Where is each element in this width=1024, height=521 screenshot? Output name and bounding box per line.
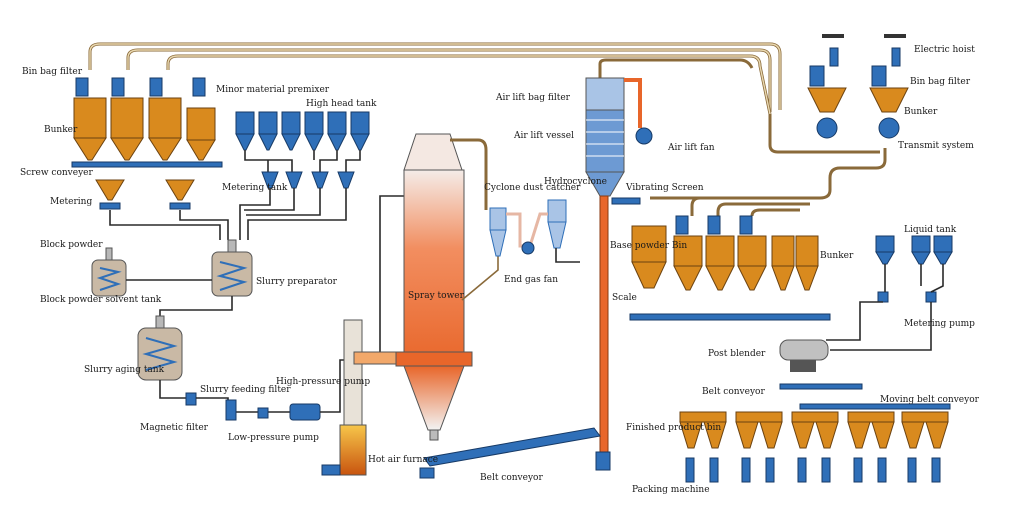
label-bunker-right-mid: Bunker (820, 251, 854, 261)
label-finished-product-bin: Finished product bin (626, 423, 721, 433)
label-slurry-preparator: Slurry preparator (256, 277, 338, 287)
metering-tank-4 (337, 171, 355, 189)
high-head-tank-2 (258, 111, 278, 151)
label-bunker-left: Bunker (44, 125, 78, 135)
metering-tank-2 (285, 171, 303, 189)
air-lift-vessel-shape (585, 77, 625, 197)
label-bunker-right-top: Bunker (904, 107, 938, 117)
high-pressure-pump-shape (289, 403, 321, 421)
left-bunker-group (71, 77, 229, 240)
metering-tank-3 (311, 171, 329, 189)
overhead-pipelines (88, 42, 887, 217)
finished-product-bins (679, 411, 949, 449)
screw-conveyer-shape (71, 161, 223, 168)
label-electric-hoist: Electric hoist (914, 45, 975, 55)
label-spray-tower: Spray tower (408, 291, 465, 301)
label-belt-conveyor-right: Belt conveyor (702, 387, 765, 397)
end-gas-fan-shape (521, 241, 535, 255)
bunker-2 (110, 97, 144, 161)
label-hydrocyclone: Hydrocyclone (544, 177, 607, 187)
bottom-belt-conveyor (419, 427, 611, 479)
slurry-feeding-filter-shape (225, 399, 237, 421)
right-top-bunkers (807, 34, 909, 139)
bin-bag-filter-icon (75, 77, 206, 97)
base-powder-bin-shape (631, 225, 667, 289)
label-bin-bag-filter-left: Bin bag filter (22, 67, 83, 77)
label-packing-machine: Packing machine (632, 485, 710, 495)
right-belt-conveyors (779, 383, 951, 410)
air-lift-fan-shape (635, 127, 653, 145)
bunker-row (673, 215, 819, 291)
label-metering-pump: Metering pump (904, 319, 975, 329)
label-magnetic-filter: Magnetic filter (140, 423, 209, 433)
label-cyclone-dust-catcher: Cyclone dust catcher (484, 183, 581, 193)
scale-conveyor (629, 313, 831, 321)
vibrating-screen-shape (611, 197, 641, 205)
label-slurry-feeding-filter: Slurry feeding filter (200, 385, 291, 395)
label-air-lift-bag-filter: Air lift bag filter (495, 93, 571, 103)
label-liquid-tank: Liquid tank (904, 225, 957, 235)
label-belt-conveyor-bottom: Belt conveyor (480, 473, 543, 483)
label-air-lift-fan: Air lift fan (667, 143, 715, 153)
spray-tower-shape (395, 133, 473, 441)
label-metering-tank: Metering tank (222, 183, 288, 193)
label-base-powder-bin: Base powder Bin (610, 241, 687, 251)
high-head-tank-1 (235, 111, 255, 151)
bunker-3 (148, 97, 182, 161)
metering-hopper-2 (165, 179, 195, 210)
high-head-tank-4 (304, 111, 324, 151)
liquid-tanks (875, 235, 953, 303)
label-high-head-tank: High head tank (306, 99, 377, 109)
label-screw-conveyer: Screw conveyer (20, 168, 93, 178)
hot-air-furnace-shape (321, 319, 405, 476)
magnetic-filter-shape (185, 392, 197, 406)
high-head-tank-5 (327, 111, 347, 151)
label-air-lift-vessel: Air lift vessel (513, 131, 574, 141)
label-end-gas-fan: End gas fan (504, 275, 558, 285)
bunker-1 (73, 97, 107, 161)
label-scale: Scale (612, 293, 637, 303)
slurry-preparator-tank (211, 239, 253, 297)
block-powder-solvent-tank (91, 247, 127, 297)
label-high-pressure-pump: High-pressure pump (276, 377, 370, 387)
label-post-blender: Post blender (708, 349, 766, 359)
packing-machines (685, 457, 941, 483)
high-head-tank-6 (350, 111, 370, 151)
cyclone-dust-catcher-shape (489, 207, 507, 257)
label-moving-belt-conveyor: Moving belt conveyor (880, 395, 980, 405)
label-vibrating-screen: Vibrating Screen (625, 183, 704, 193)
metering-tank-1 (261, 171, 279, 189)
label-hot-air-furnace: Hot air furnace (368, 455, 438, 465)
label-minor-material-premixer: Minor material premixer (216, 85, 330, 95)
high-head-tank-3 (281, 111, 301, 151)
premixer-4 (186, 107, 216, 161)
label-metering: Metering (50, 197, 92, 207)
label-slurry-aging-tank: Slurry aging tank (84, 365, 165, 375)
hydrocyclone-shape (547, 199, 567, 249)
label-block-powder-solvent-tank: Block powder solvent tank (40, 295, 162, 305)
metering-hopper-1 (95, 179, 125, 210)
label-bin-bag-filter-right: Bin bag filter (910, 77, 971, 87)
labels-layer: Bin bag filter Bunker Screw conveyer Met… (20, 45, 980, 495)
label-transmit-system: Transmit system (898, 141, 974, 151)
label-low-pressure-pump: Low-pressure pump (228, 433, 319, 443)
post-blender-shape (779, 339, 829, 372)
high-head-tank-group (235, 111, 370, 240)
low-pressure-pump-shape (257, 407, 269, 419)
slurry-aging-tank-shape (137, 315, 183, 381)
label-block-powder: Block powder (40, 240, 103, 250)
